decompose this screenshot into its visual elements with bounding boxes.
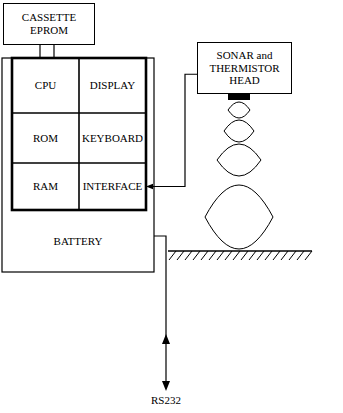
node-text: CPU — [35, 79, 56, 92]
sonar-beam — [205, 185, 273, 249]
storage-box: CASSETTE EPROM — [3, 3, 95, 45]
sensor-box: SONAR and THERMISTOR HEAD — [197, 42, 292, 94]
module-frame — [12, 58, 146, 210]
sonar-beam — [224, 120, 254, 142]
arrow-head — [162, 381, 170, 391]
unit-cell: KEYBOARD — [79, 113, 146, 163]
unit-cell: DISPLAY — [79, 58, 146, 113]
transducer — [228, 94, 250, 100]
plug-rail — [53, 45, 54, 58]
node-text: KEYBOARD — [82, 132, 143, 145]
connector — [39, 45, 40, 58]
arrow-head — [162, 334, 170, 344]
connector — [146, 74, 197, 186]
battery-cell: BATTERY — [2, 210, 154, 272]
grid-line — [12, 162, 146, 164]
node-text: SONAR and THERMISTOR HEAD — [205, 49, 284, 87]
unit-cell: INTERFACE — [79, 163, 146, 210]
sonar-beam — [217, 144, 261, 176]
node-text: RAM — [33, 180, 58, 193]
grid-line — [78, 58, 80, 210]
unit-cell: CPU — [12, 58, 79, 113]
node-text: ROM — [33, 132, 58, 145]
sonar-beam — [228, 102, 250, 118]
ground-hatch — [169, 251, 312, 260]
housing-outline — [2, 58, 154, 272]
serial-line — [154, 236, 166, 388]
node-text: INTERFACE — [83, 180, 143, 193]
node-text: BATTERY — [54, 235, 103, 248]
signal-label: RS232 — [150, 394, 182, 407]
unit-cell: RAM — [12, 163, 79, 210]
node-text: CASSETTE EPROM — [10, 11, 88, 36]
grid-line — [12, 112, 146, 114]
unit-cell: ROM — [12, 113, 79, 163]
node-text: DISPLAY — [90, 79, 135, 92]
